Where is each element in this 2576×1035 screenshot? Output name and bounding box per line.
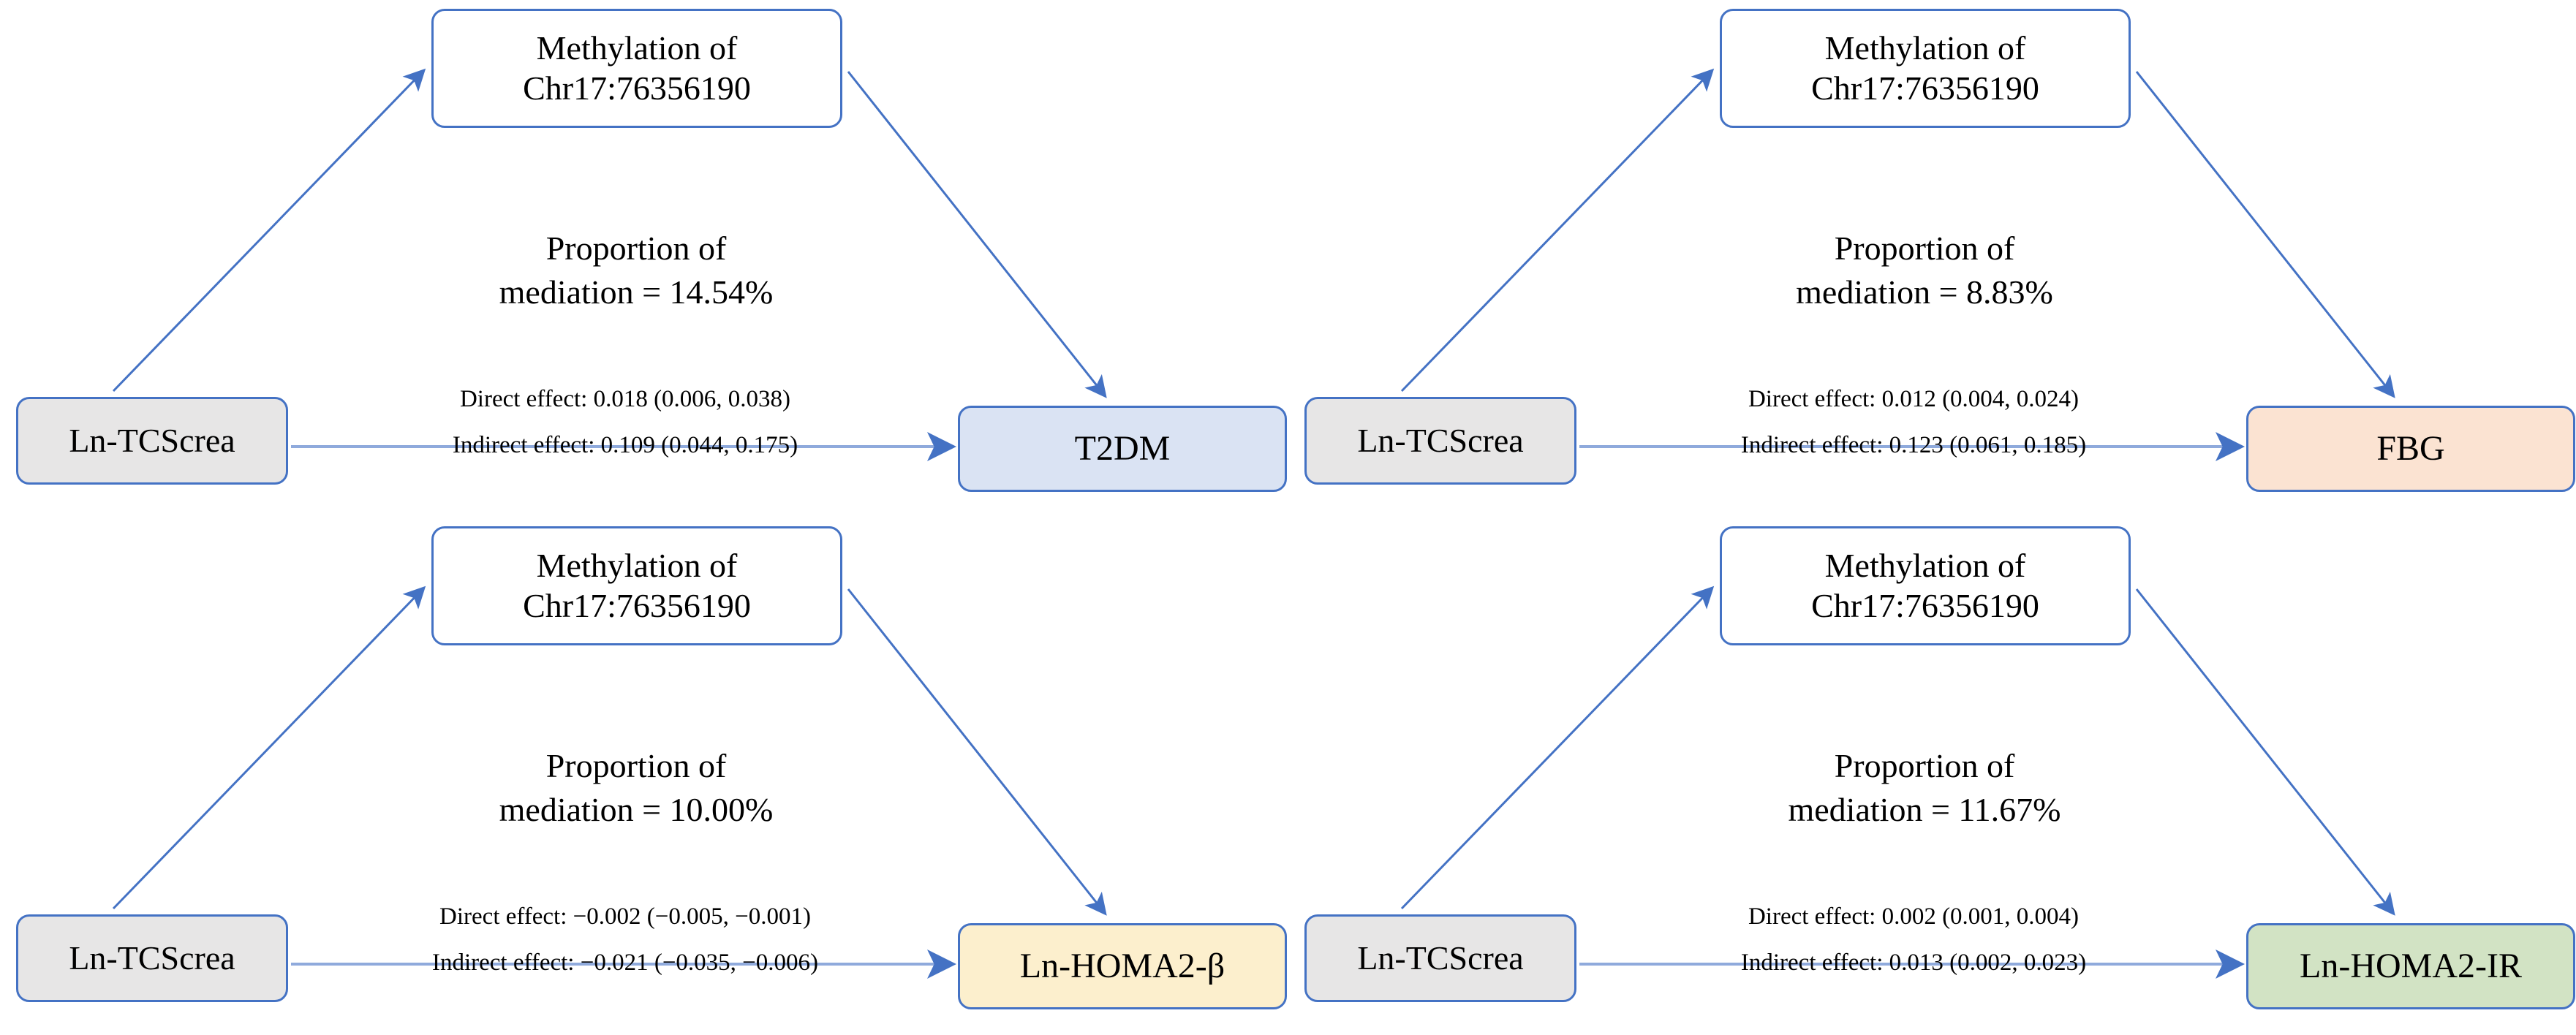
- node-mediator-label-line1: Methylation of: [1824, 29, 2026, 67]
- node-mediator-label-line2: Chr17:76356190: [1811, 586, 2039, 624]
- node-outcome-label: Ln-HOMA2-IR: [2300, 946, 2522, 985]
- arrow-mediator-to-outcome: [2135, 71, 2395, 398]
- panel-arrows-t2dm: [112, 68, 1107, 461]
- proportion-of-mediation-label: Proportion of mediation = 8.83%: [1610, 227, 2239, 314]
- node-mediator-label-line1: Methylation of: [536, 547, 738, 585]
- proportion-of-mediation-label: Proportion of mediation = 14.54%: [322, 227, 951, 314]
- node-mediator-methylation[interactable]: Methylation of Chr17:76356190: [1720, 526, 2131, 645]
- node-exposure-label: Ln-TCScrea: [69, 939, 235, 977]
- proportion-line2: mediation = 8.83%: [1796, 273, 2053, 311]
- proportion-line1: Proportion of: [1834, 747, 2015, 784]
- node-exposure-ln-tcscrea[interactable]: Ln-TCScrea: [1304, 914, 1576, 1002]
- panel-arrows-ln-homa2-ir: [1400, 585, 2395, 979]
- arrow-exposure-to-mediator: [112, 68, 426, 393]
- mediation-panel-t2dm: Ln-TCScrea Methylation of Chr17:76356190…: [0, 0, 1288, 518]
- proportion-line2: mediation = 14.54%: [499, 273, 774, 311]
- panel-arrows-ln-homa2-beta: [112, 585, 1107, 979]
- node-exposure-label: Ln-TCScrea: [1357, 421, 1524, 459]
- mediation-panel-fbg: Ln-TCScrea Methylation of Chr17:76356190…: [1288, 0, 2576, 518]
- node-outcome-label: T2DM: [1074, 428, 1171, 468]
- node-mediator-methylation[interactable]: Methylation of Chr17:76356190: [431, 526, 842, 645]
- proportion-of-mediation-label: Proportion of mediation = 10.00%: [322, 744, 951, 832]
- panel-arrows-fbg: [1400, 68, 2395, 461]
- arrow-mediator-to-outcome: [2135, 588, 2395, 916]
- node-outcome-label: FBG: [2376, 428, 2445, 468]
- node-exposure-label: Ln-TCScrea: [69, 421, 235, 459]
- node-mediator-label-line1: Methylation of: [1824, 547, 2026, 585]
- node-outcome-ln-homa2-beta[interactable]: Ln-HOMA2-β: [958, 923, 1287, 1009]
- node-mediator-label-line2: Chr17:76356190: [1811, 69, 2039, 107]
- proportion-line1: Proportion of: [1834, 230, 2015, 267]
- arrow-mediator-to-outcome: [847, 588, 1107, 916]
- arrow-exposure-to-mediator: [1400, 585, 1715, 910]
- node-outcome-fbg[interactable]: FBG: [2246, 406, 2575, 492]
- proportion-of-mediation-label: Proportion of mediation = 11.67%: [1610, 744, 2239, 832]
- arrow-exposure-to-mediator: [1400, 68, 1715, 393]
- node-exposure-ln-tcscrea[interactable]: Ln-TCScrea: [1304, 397, 1576, 485]
- node-exposure-ln-tcscrea[interactable]: Ln-TCScrea: [16, 397, 288, 485]
- arrow-exposure-to-mediator: [112, 585, 426, 910]
- mediation-panel-ln-homa2-ir: Ln-TCScrea Methylation of Chr17:76356190…: [1288, 518, 2576, 1035]
- node-exposure-label: Ln-TCScrea: [1357, 939, 1524, 977]
- mediation-panel-ln-homa2-beta: Ln-TCScrea Methylation of Chr17:76356190…: [0, 518, 1288, 1035]
- node-outcome-t2dm[interactable]: T2DM: [958, 406, 1287, 492]
- node-outcome-ln-homa2-ir[interactable]: Ln-HOMA2-IR: [2246, 923, 2575, 1009]
- node-mediator-label-line2: Chr17:76356190: [523, 586, 751, 624]
- proportion-line2: mediation = 10.00%: [499, 790, 774, 828]
- node-mediator-label-line2: Chr17:76356190: [523, 69, 751, 107]
- arrow-mediator-to-outcome: [847, 71, 1107, 398]
- node-outcome-label: Ln-HOMA2-β: [1019, 946, 1225, 985]
- node-exposure-ln-tcscrea[interactable]: Ln-TCScrea: [16, 914, 288, 1002]
- proportion-line1: Proportion of: [545, 747, 727, 784]
- proportion-line2: mediation = 11.67%: [1788, 790, 2061, 828]
- proportion-line1: Proportion of: [545, 230, 727, 267]
- node-mediator-methylation[interactable]: Methylation of Chr17:76356190: [1720, 9, 2131, 128]
- node-mediator-methylation[interactable]: Methylation of Chr17:76356190: [431, 9, 842, 128]
- node-mediator-label-line1: Methylation of: [536, 29, 738, 67]
